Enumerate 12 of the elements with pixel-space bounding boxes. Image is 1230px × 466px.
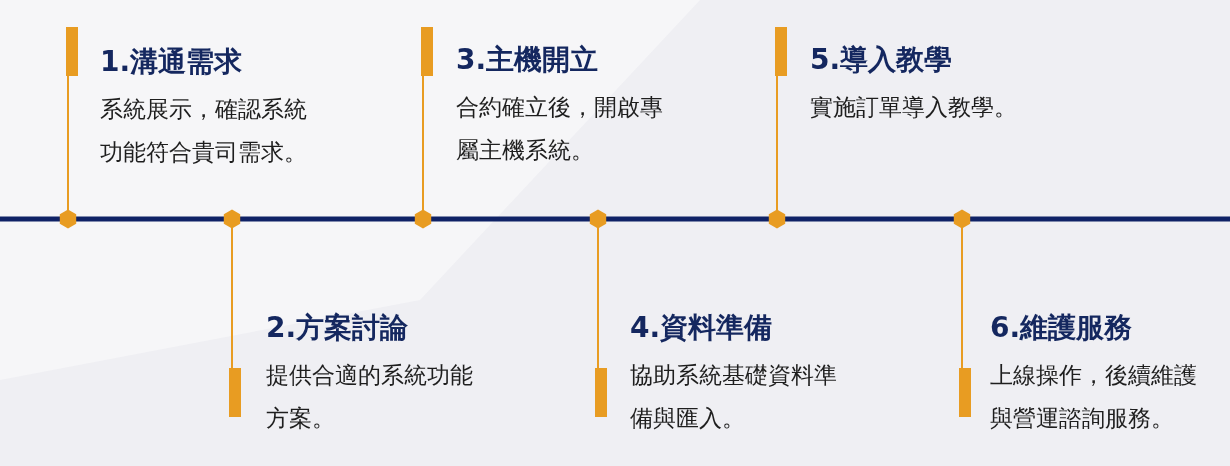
step-description: 實施訂單導入教學。 [810, 93, 1018, 122]
step-heading: 6.維護服務 [990, 310, 1134, 346]
step-description: 合約確立後，開啟專屬主機系統。 [456, 93, 664, 165]
step-description: 協助系統基礎資料準備與匯入。 [630, 361, 838, 433]
step-heading: 3.主機開立 [456, 42, 600, 78]
step-heading: 5.導入教學 [810, 42, 954, 78]
step-heading: 1.溝通需求 [100, 44, 244, 80]
step-description: 上線操作，後續維護與營運諮詢服務。 [990, 361, 1198, 433]
step-heading: 2.方案討論 [266, 310, 410, 346]
step-description: 提供合適的系統功能方案。 [266, 361, 474, 433]
step-description: 系統展示，確認系統功能符合貴司需求。 [100, 95, 308, 167]
step-heading: 4.資料準備 [630, 310, 774, 346]
